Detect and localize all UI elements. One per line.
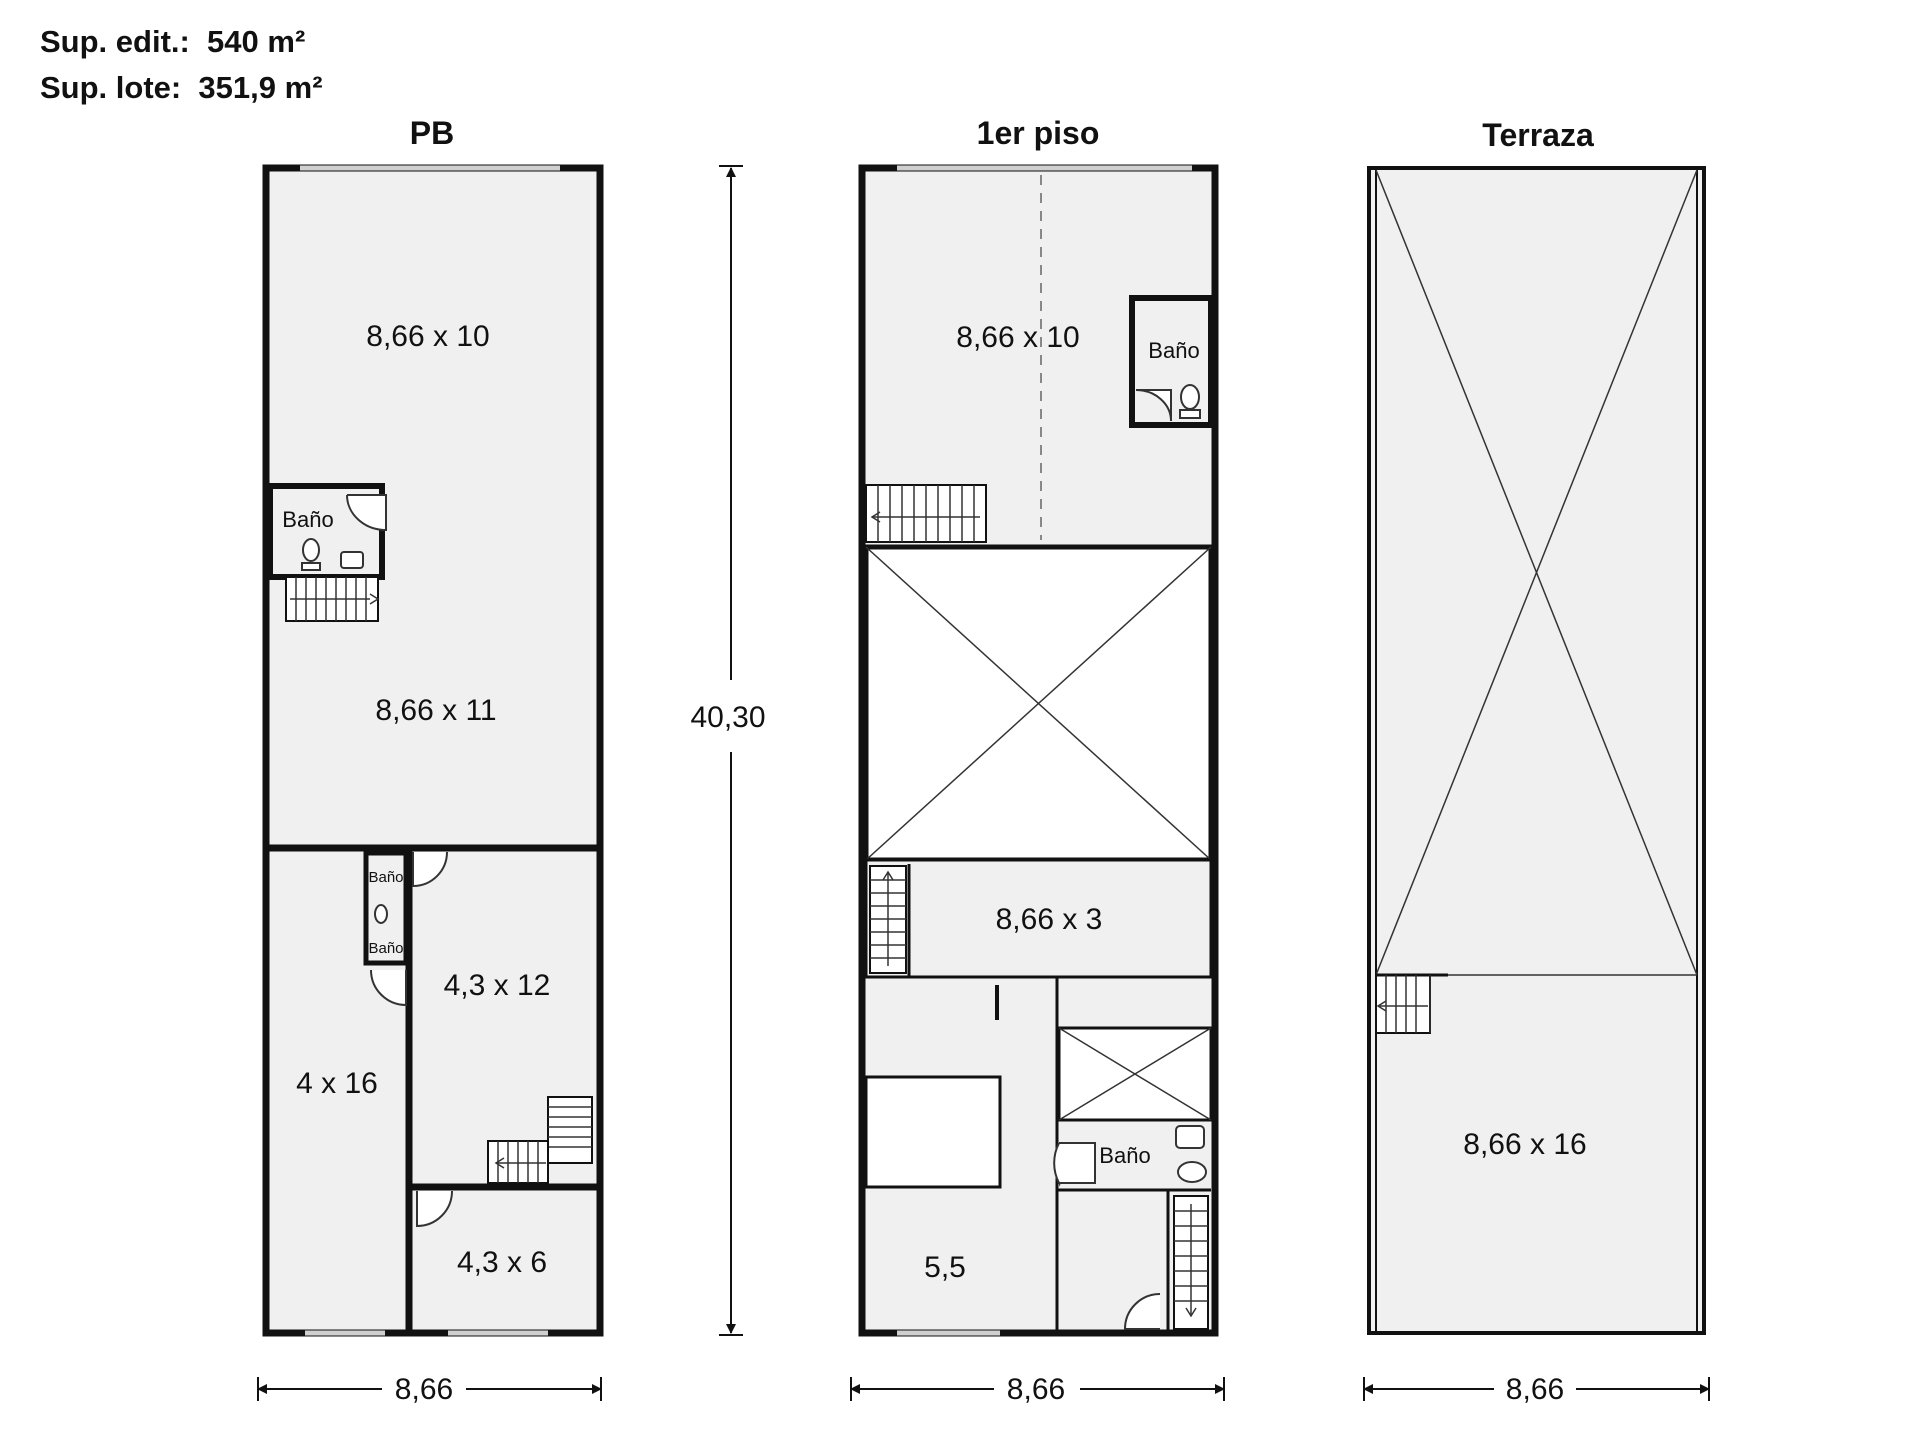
pb-bath-small: [363, 850, 409, 966]
plan-title-pb: PB: [410, 115, 454, 151]
sink-icon: [1175, 1125, 1205, 1149]
plan-title-piso1: 1er piso: [977, 115, 1100, 151]
terraza-room-label: 8,66 x 16: [1463, 1128, 1586, 1161]
plan-pb: PB Baño: [257, 115, 604, 1406]
piso1-room-front-label: 8,66 x 10: [956, 321, 1079, 354]
piso1-stair-bottom: [1173, 1195, 1209, 1330]
piso1-room-bottom-label: 5,5: [924, 1251, 966, 1284]
door-swing-icon: [1123, 1293, 1161, 1330]
height-dim-label: 40,30: [690, 701, 765, 734]
pb-stair-secondary: [487, 1096, 593, 1184]
roof-cross-line: [1375, 169, 1698, 976]
piso1-stair-top: [865, 484, 987, 543]
built-area-label: Sup. edit.: 540 m²: [40, 24, 306, 59]
door-swing-icon: [346, 494, 387, 532]
pb-bath-small-top-label: Baño: [368, 869, 403, 886]
pb-outline: [262, 164, 604, 1337]
pb-width-dim-label: 8,66: [395, 1373, 453, 1406]
plan-terraza: Terraza 8,66 x 16: [1363, 117, 1710, 1406]
terraza-outline: [1367, 166, 1706, 1335]
pb-room-middle-label: 8,66 x 11: [375, 694, 496, 727]
piso1-room-strip-label: 8,66 x 3: [996, 903, 1103, 936]
plan-piso1: 1er piso Baño: [850, 115, 1225, 1406]
pb-room-right-label: 4,3 x 12: [444, 969, 551, 1002]
door-swing-icon: [1135, 389, 1172, 422]
void-cross-line: [865, 546, 1212, 861]
terraza-stair: [1375, 973, 1448, 1034]
pb-room-small-label: 4,3 x 6: [457, 1246, 547, 1279]
toilet-icon: [374, 904, 388, 924]
toilet-tank-icon: [1179, 409, 1201, 419]
piso1-strip-room: [864, 858, 1213, 979]
plan-title-terraza: Terraza: [1482, 117, 1594, 153]
void-cross-line: [1058, 1027, 1212, 1121]
pb-stair-main: [285, 576, 380, 622]
toilet-icon: [302, 538, 320, 562]
piso1-stair-middle: [869, 865, 907, 974]
piso1-bath-top-label: Baño: [1148, 338, 1199, 363]
pb-room-left-label: 4 x 16: [296, 1067, 378, 1100]
height-dimension: 40,30: [690, 165, 766, 1336]
toilet-icon: [1180, 384, 1200, 410]
pb-room-front-label: 8,66 x 10: [366, 320, 489, 353]
piso1-bed-area: [864, 1075, 1002, 1189]
pb-bath-small-bottom-label: Baño: [368, 940, 403, 957]
door-swing-icon: [412, 851, 448, 888]
terraza-width-dim-label: 8,66: [1506, 1373, 1564, 1406]
toilet-icon: [1177, 1161, 1207, 1183]
toilet-tank-icon: [301, 562, 321, 571]
lot-area-label: Sup. lote: 351,9 m²: [40, 70, 323, 105]
piso1-width-dim-label: 8,66: [1007, 1373, 1065, 1406]
pb-bath-main-label: Baño: [282, 507, 333, 532]
door-swing-icon: [370, 969, 407, 1007]
sink-icon: [340, 551, 364, 569]
piso1-bath-bottom-label: Baño: [1099, 1143, 1150, 1168]
door-swing-icon: [1053, 1142, 1096, 1184]
door-swing-icon: [416, 1190, 453, 1228]
